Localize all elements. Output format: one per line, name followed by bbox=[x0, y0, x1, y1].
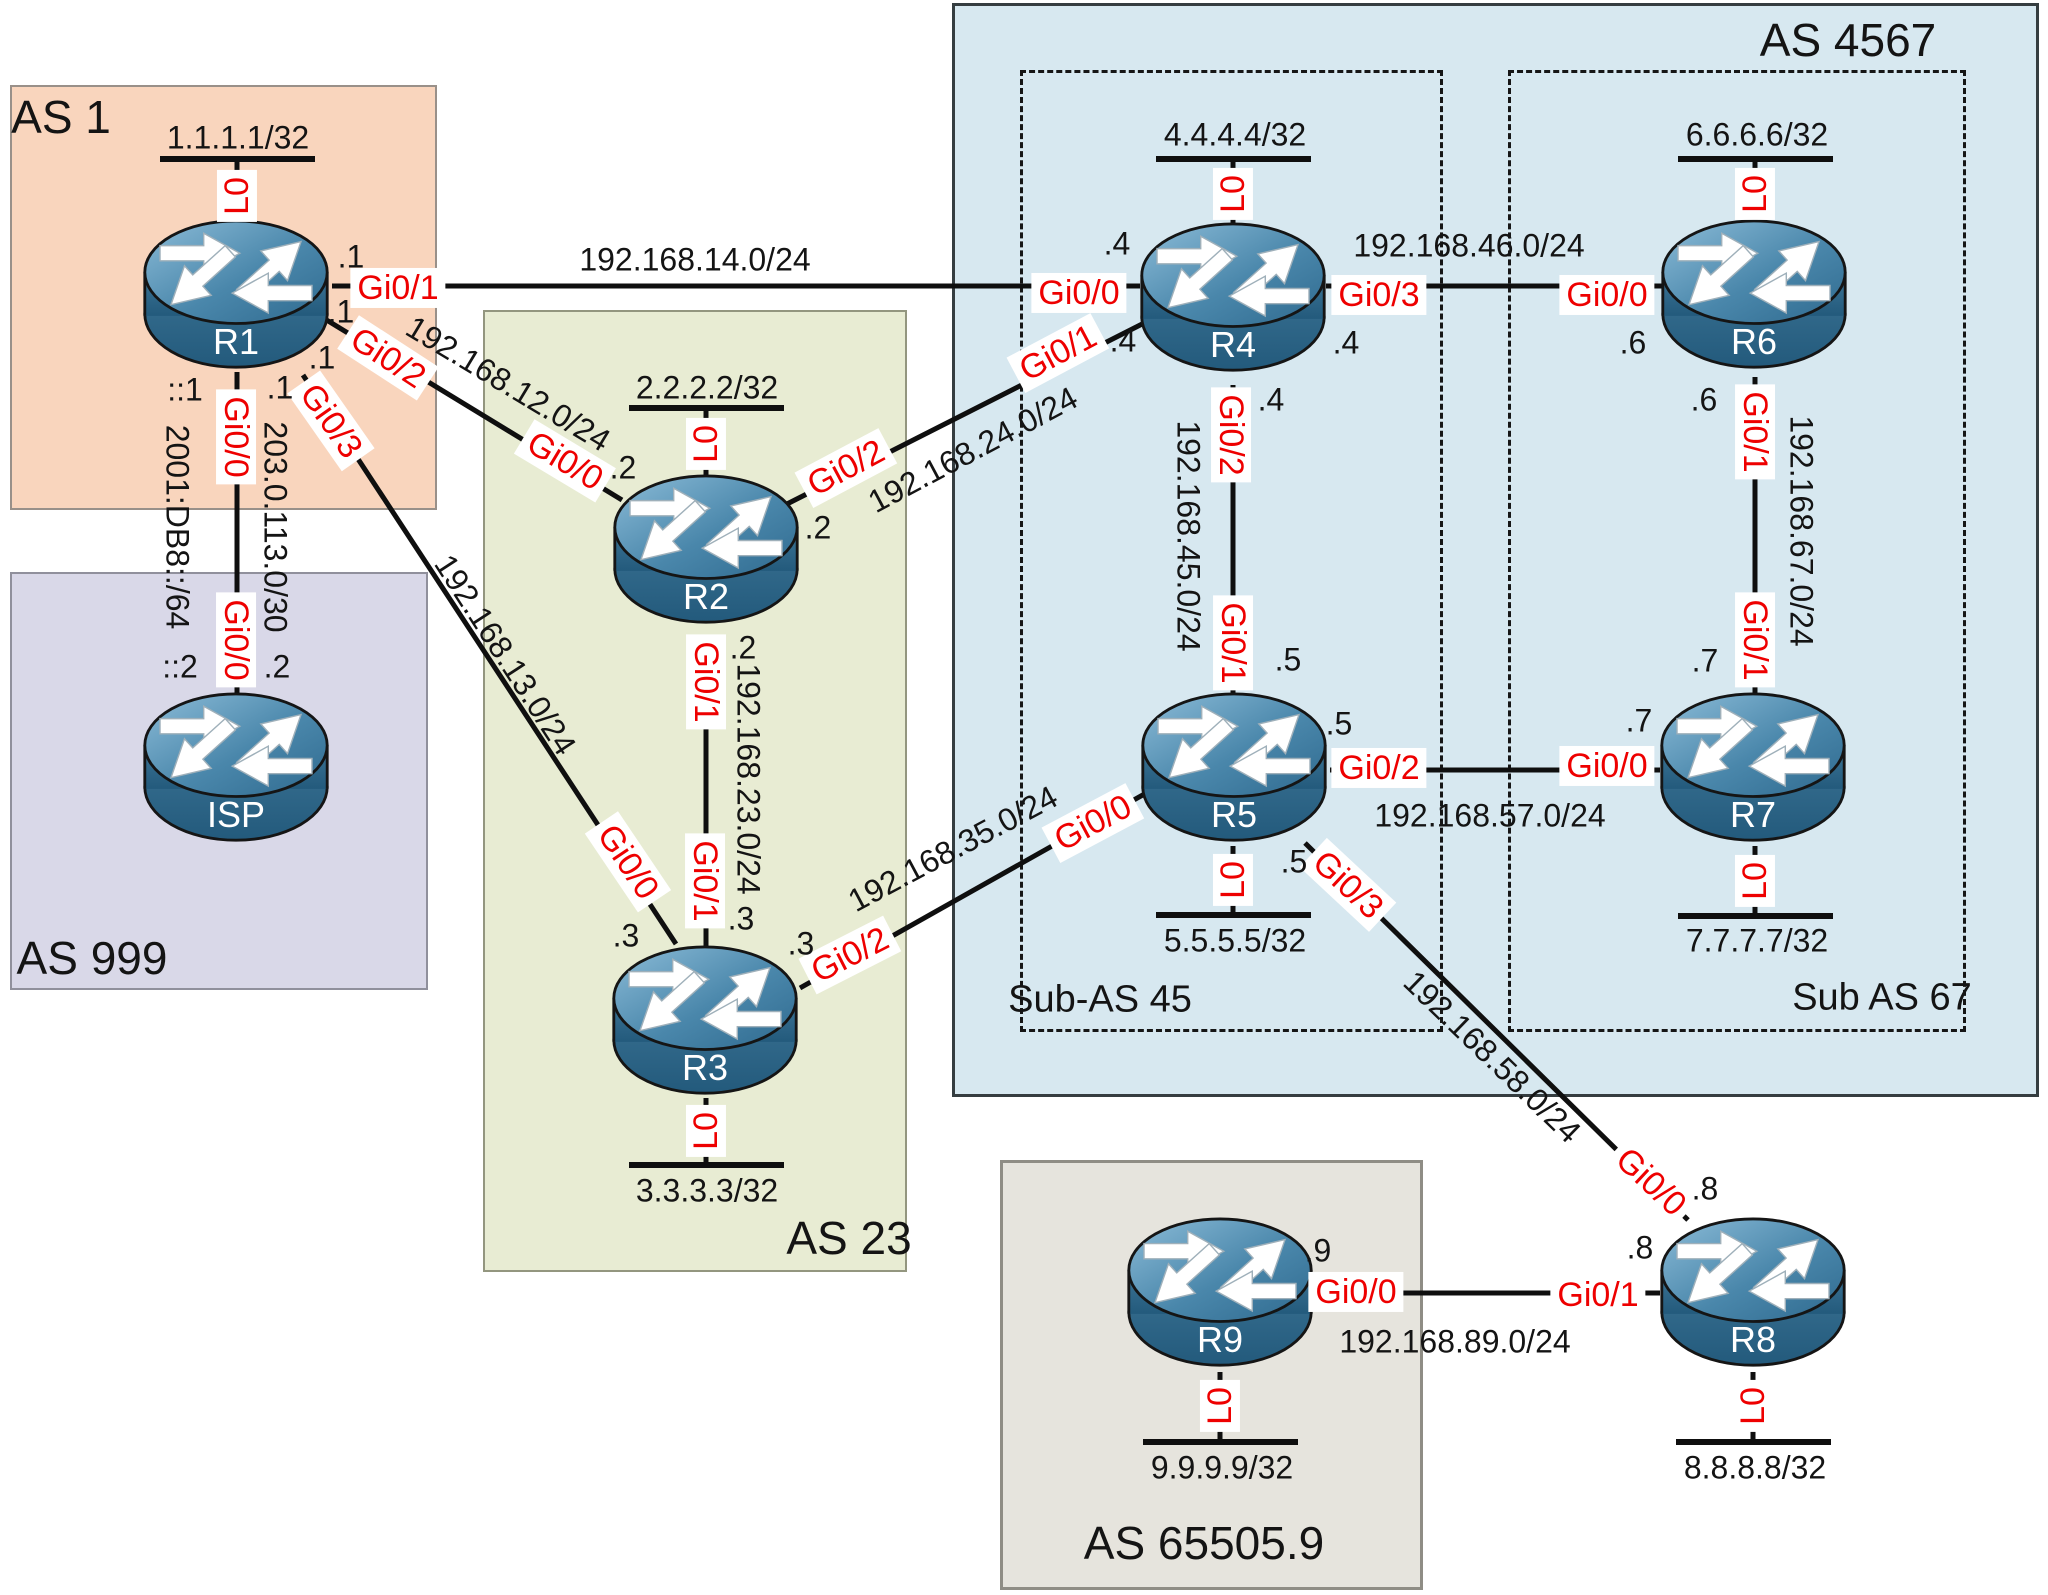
addr-r2-gi0-0: .2 bbox=[609, 449, 637, 486]
addr-r7-gi0-1: .7 bbox=[1691, 642, 1719, 679]
addr-r7-gi0-0: .7 bbox=[1625, 702, 1653, 739]
loopback-r6: 6.6.6.6/32 bbox=[1685, 116, 1829, 153]
addr-r4-gi0-3: .4 bbox=[1332, 324, 1360, 361]
if-r3-gi0-1: Gi0/1 bbox=[684, 833, 726, 929]
if-r7-gi0-0: Gi0/0 bbox=[1559, 745, 1655, 787]
loopback-r1: 1.1.1.1/32 bbox=[166, 119, 310, 156]
addr-r3-gi0-2: .3 bbox=[787, 925, 815, 962]
if-r1-gi0-1: Gi0/1 bbox=[350, 267, 446, 309]
addr-r1-gi0-1: .1 bbox=[337, 238, 365, 275]
addr-r1-gi0-2: .1 bbox=[327, 293, 355, 330]
if-r6-gi0-0: Gi0/0 bbox=[1559, 274, 1655, 316]
router-name-r7: R7 bbox=[1729, 794, 1777, 835]
as1-label: AS 1 bbox=[11, 91, 111, 143]
addr-r5-gi0-3: .5 bbox=[1280, 843, 1308, 880]
loopback-r3: 3.3.3.3/32 bbox=[635, 1172, 779, 1209]
if-r4-gi0-2: Gi0/2 bbox=[1210, 387, 1252, 483]
addr-r9-gi0-0: .9 bbox=[1304, 1232, 1332, 1269]
addr-r1-v4: .1 bbox=[266, 369, 294, 406]
addr-isp-v6: ::2 bbox=[162, 648, 198, 685]
loopback-r9: 9.9.9.9/32 bbox=[1150, 1449, 1294, 1486]
if-r7-gi0-1: Gi0/1 bbox=[1734, 592, 1776, 688]
addr-r1-gi0-3: .1 bbox=[308, 339, 336, 376]
subnet-r2-r3: 192.168.23.0/24 bbox=[730, 663, 767, 895]
loopback-if-r8: L0 bbox=[1732, 1380, 1774, 1432]
if-r8-gi0-1: Gi0/1 bbox=[1550, 1274, 1646, 1316]
addr-r1-v6: ::1 bbox=[167, 371, 203, 408]
if-r4-gi0-3: Gi0/3 bbox=[1331, 274, 1427, 316]
as4567-label: AS 4567 bbox=[1759, 14, 1937, 66]
sub-as67-label: Sub AS 67 bbox=[1792, 976, 1972, 1019]
loopback-if-r4: L0 bbox=[1212, 168, 1254, 220]
subnet-v6-r1-isp: 2001:DB8::/64 bbox=[159, 424, 196, 630]
addr-r8-gi0-1: .8 bbox=[1626, 1229, 1654, 1266]
if-r5-gi0-2: Gi0/2 bbox=[1331, 747, 1427, 789]
loopback-if-r6: L0 bbox=[1734, 168, 1776, 220]
if-r1-gi0-0: Gi0/0 bbox=[215, 389, 257, 485]
loopback-r7: 7.7.7.7/32 bbox=[1685, 922, 1829, 959]
subnet-r1-r4: 192.168.14.0/24 bbox=[579, 241, 811, 278]
if-r2-gi0-1: Gi0/1 bbox=[685, 634, 727, 730]
addr-r4-gi0-2: .4 bbox=[1257, 381, 1285, 418]
addr-r2-gi0-2: .2 bbox=[804, 509, 832, 546]
subnet-r5-r7: 192.168.57.0/24 bbox=[1374, 797, 1606, 834]
router-name-isp: ISP bbox=[206, 794, 266, 835]
addr-r3-gi0-0: .3 bbox=[612, 917, 640, 954]
addr-r6-gi0-1: .6 bbox=[1690, 381, 1718, 418]
router-name-r4: R4 bbox=[1209, 324, 1257, 365]
addr-r2-gi0-1: .2 bbox=[729, 629, 757, 666]
addr-r6-gi0-0: .6 bbox=[1619, 324, 1647, 361]
as23-label: AS 23 bbox=[786, 1212, 912, 1264]
loopback-if-r1: L0 bbox=[216, 170, 258, 222]
router-name-r3: R3 bbox=[681, 1047, 729, 1088]
subnet-r4-r6: 192.168.46.0/24 bbox=[1353, 227, 1585, 264]
as65505-label: AS 65505.9 bbox=[1083, 1517, 1325, 1569]
addr-r5-gi0-1: .5 bbox=[1274, 641, 1302, 678]
if-r9-gi0-0: Gi0/0 bbox=[1308, 1271, 1404, 1313]
router-name-r5: R5 bbox=[1210, 794, 1258, 835]
loopback-if-r7: L0 bbox=[1734, 855, 1776, 907]
as999-label: AS 999 bbox=[16, 932, 168, 984]
addr-r5-gi0-2: .5 bbox=[1325, 705, 1353, 742]
router-name-r6: R6 bbox=[1730, 321, 1778, 362]
if-isp-gi0-0: Gi0/0 bbox=[215, 592, 257, 688]
loopback-if-r3: L0 bbox=[685, 1105, 727, 1157]
addr-r4-gi0-1: .4 bbox=[1109, 322, 1137, 359]
loopback-if-r9: L0 bbox=[1199, 1380, 1241, 1432]
if-r5-gi0-1: Gi0/1 bbox=[1212, 595, 1254, 691]
addr-isp-v4: .2 bbox=[263, 648, 291, 685]
sub-as45-label: Sub-AS 45 bbox=[1008, 978, 1192, 1021]
sub-as67-box bbox=[1508, 70, 1966, 1032]
router-name-r9: R9 bbox=[1196, 1319, 1244, 1360]
subnet-r6-r7: 192.168.67.0/24 bbox=[1783, 415, 1820, 647]
subnet-r4-r5: 192.168.45.0/24 bbox=[1170, 420, 1207, 652]
loopback-r4: 4.4.4.4/32 bbox=[1163, 116, 1307, 153]
loopback-if-r5: L0 bbox=[1212, 854, 1254, 906]
loopback-r2: 2.2.2.2/32 bbox=[635, 369, 779, 406]
subnet-r9-r8: 192.168.89.0/24 bbox=[1339, 1323, 1571, 1360]
sub-as45-box bbox=[1020, 70, 1443, 1032]
loopback-if-r2: L0 bbox=[685, 418, 727, 470]
as4567-box bbox=[952, 3, 2039, 1097]
router-name-r2: R2 bbox=[682, 576, 730, 617]
loopback-r8: 8.8.8.8/32 bbox=[1683, 1449, 1827, 1486]
addr-r3-gi0-1: .3 bbox=[727, 900, 755, 937]
if-r6-gi0-1: Gi0/1 bbox=[1734, 384, 1776, 480]
router-name-r8: R8 bbox=[1729, 1319, 1777, 1360]
if-r4-gi0-0: Gi0/0 bbox=[1031, 272, 1127, 314]
addr-r8-gi0-0: .8 bbox=[1691, 1170, 1719, 1207]
loopback-r5: 5.5.5.5/32 bbox=[1163, 922, 1307, 959]
addr-r4-gi0-0: .4 bbox=[1103, 225, 1131, 262]
subnet-v4-r1-isp: 203.0.113.0/30 bbox=[257, 421, 294, 633]
router-name-r1: R1 bbox=[212, 321, 260, 362]
